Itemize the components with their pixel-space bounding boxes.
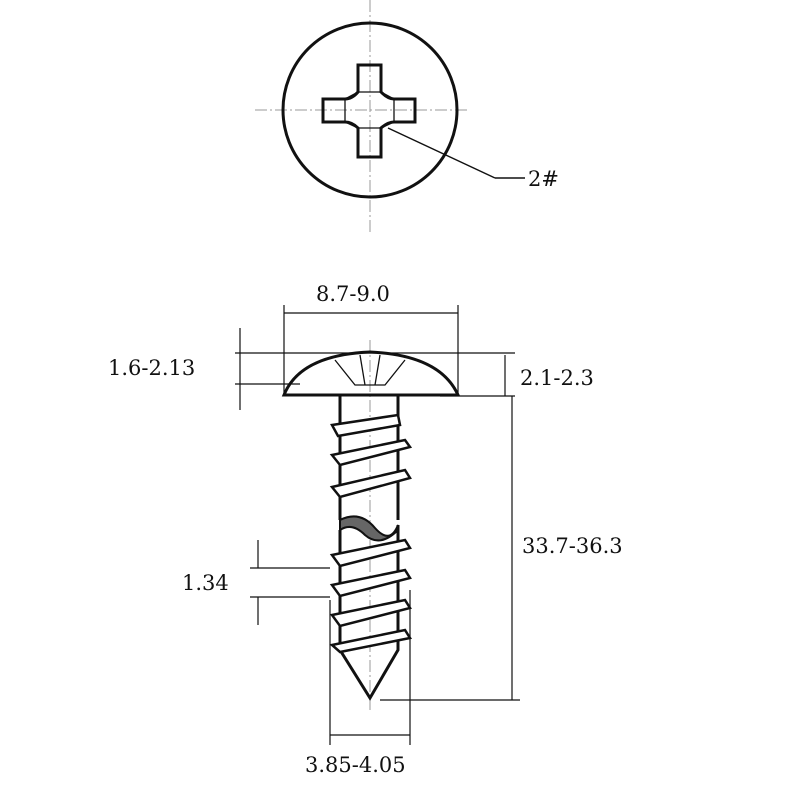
- drive-size-label: 2#: [528, 167, 559, 191]
- length-dim: 33.7-36.3: [522, 534, 623, 558]
- top-view: 2#: [255, 0, 559, 235]
- leader-line: [387, 127, 496, 179]
- thread-crests: [329, 413, 413, 654]
- phillips-recess-icon: [321, 63, 417, 159]
- head-diameter-dim: 8.7-9.0: [316, 282, 390, 306]
- head-outline: [281, 21, 459, 199]
- head-thickness-dim: 2.1-2.3: [520, 366, 594, 390]
- dimensions: [235, 305, 520, 745]
- recess-profile: [334, 354, 406, 386]
- head-profile: [281, 350, 461, 397]
- side-view: [281, 340, 461, 710]
- recess-center: [344, 91, 395, 129]
- thread-diameter-dim: 3.85-4.05: [305, 753, 406, 777]
- break-section: [339, 515, 399, 542]
- head-height-dim: 1.6-2.13: [108, 356, 195, 380]
- thread-pitch-dim: 1.34: [182, 571, 229, 595]
